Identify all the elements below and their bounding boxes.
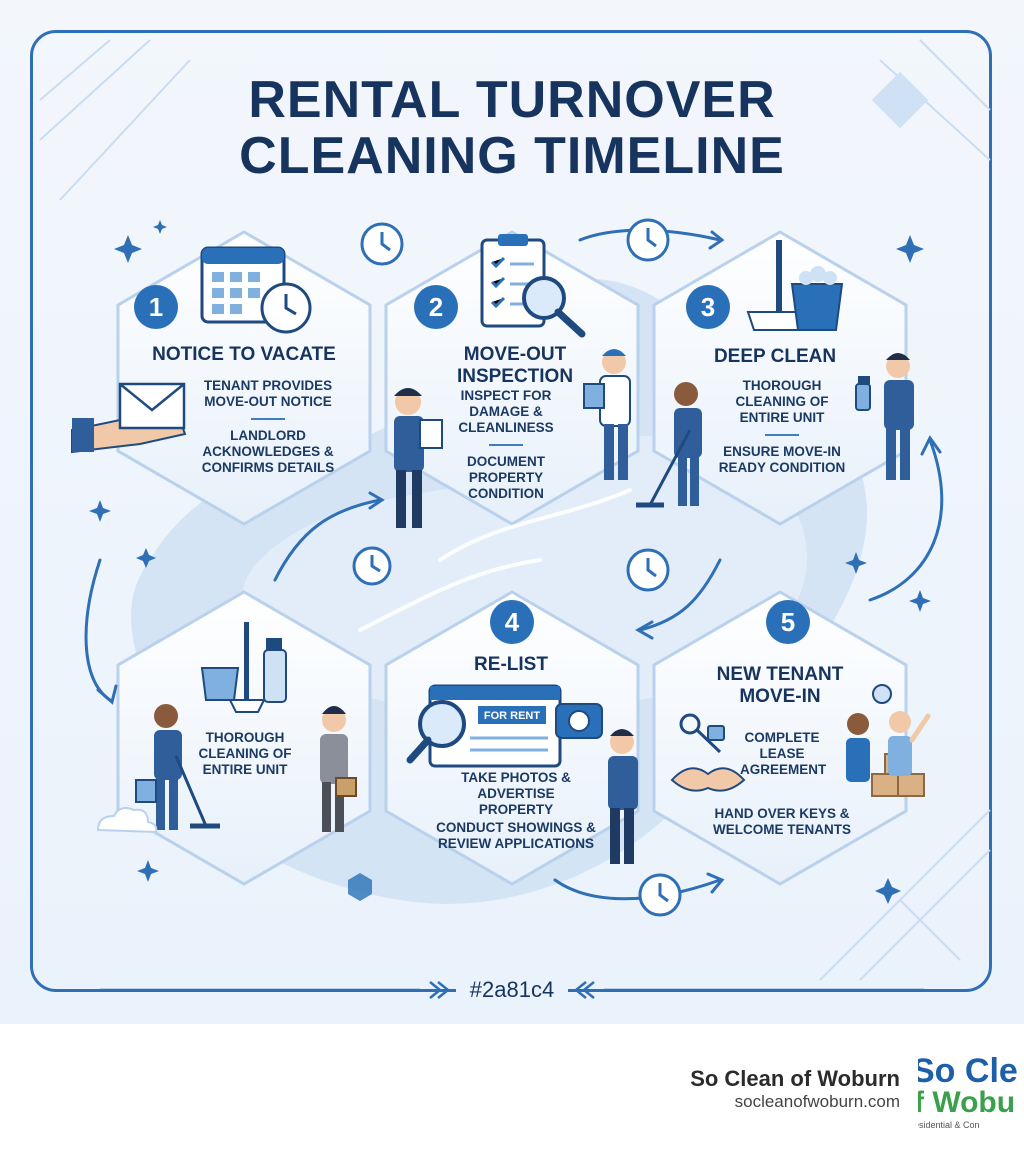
cleaner-person-with-spray — [884, 353, 914, 480]
step-5-title: NEW TENANT MOVE-IN — [716, 664, 844, 708]
hexagon-small-decoration — [348, 873, 372, 901]
hexagon-step-extra — [116, 590, 372, 886]
step-5-desc-1: COMPLETE LEASE AGREEMENT — [740, 730, 827, 777]
step-1-divider — [251, 417, 285, 420]
step-1-content: NOTICE TO VACATE — [124, 344, 364, 366]
corner-decoration — [39, 39, 991, 981]
tenant-leaving-person — [320, 706, 357, 832]
magnifier-icon-listing — [406, 700, 466, 764]
step-2-desc-2: DOCUMENT PROPERTY CONDITION — [467, 453, 545, 501]
spray-bottle-icon — [855, 376, 871, 411]
logo-tagline: esidential & Con — [918, 1120, 980, 1130]
step-3-desc-2: ENSURE MOVE-IN READY CONDITION — [718, 443, 846, 475]
step-number-5: 5 — [766, 600, 810, 644]
handshake-icon — [670, 767, 746, 792]
background-swoosh-inner — [243, 435, 807, 712]
camera-icon — [555, 703, 603, 739]
laptop-icon — [428, 684, 562, 768]
step-4-desc-2: CONDUCT SHOWINGS & REVIEW APPLICATIONS — [436, 819, 596, 851]
logo-line-1: So Cle — [918, 1052, 1018, 1090]
step-5-details-a: COMPLETE LEASE AGREEMENT — [740, 730, 827, 778]
step-4-title: RE-LIST — [474, 654, 548, 675]
cloud-decoration — [96, 807, 158, 834]
step-3-divider — [765, 433, 799, 436]
step-number-2: 2 — [414, 285, 458, 329]
envelope-icon — [71, 382, 187, 454]
flow-arrows-light — [358, 488, 632, 632]
cleaning-supplies-icon — [200, 622, 287, 713]
step-1-title: NOTICE TO VACATE — [152, 344, 336, 365]
step-3-title: DEEP CLEAN — [713, 346, 837, 367]
step-2-divider — [489, 443, 523, 446]
inspector-person — [394, 388, 443, 528]
new-tenants-couple — [846, 684, 931, 782]
company-logo: So Cle f Wobu esidential & Con — [918, 1048, 1024, 1134]
clock-icon — [352, 218, 682, 917]
step-1-desc-1: TENANT PROVIDES MOVE-OUT NOTICE — [203, 378, 333, 409]
hashtag-text: #2a81c4 — [455, 977, 569, 1002]
step-5-content: NEW TENANT MOVE-IN — [700, 664, 860, 709]
hexagon-step-5 — [652, 590, 908, 886]
step-4-content: RE-LIST — [436, 654, 586, 676]
extra-step-desc: THOROUGH CLEANING OF ENTIRE UNIT — [198, 730, 292, 777]
sparkle-icon — [89, 220, 931, 904]
key-icon — [679, 713, 725, 754]
cleaner-person-with-mop — [636, 382, 702, 508]
magnifier-icon — [522, 276, 586, 338]
page-title-line-2: CLEANING TIMELINE — [239, 127, 785, 185]
clock-icon-large — [260, 282, 312, 334]
step-2-title: MOVE-OUT INSPECTION — [456, 344, 574, 388]
step-number-1: 1 — [134, 285, 178, 329]
step-1-desc-2: LANDLORD ACKNOWLEDGES & CONFIRMS DETAILS — [201, 427, 335, 475]
step-2-content: MOVE-OUT INSPECTION — [430, 344, 600, 389]
step-3-details: THOROUGH CLEANING OF ENTIRE UNIT ENSURE … — [718, 378, 846, 476]
step-4-desc-1: TAKE PHOTOS & ADVERTISE PROPERTY — [461, 770, 571, 817]
footer-company-name: So Clean of Woburn — [690, 1066, 900, 1091]
cleaner-person — [135, 704, 220, 830]
step-4-details: TAKE PHOTOS & ADVERTISE PROPERTY CONDUCT… — [418, 770, 614, 852]
extra-step-details: THOROUGH CLEANING OF ENTIRE UNIT — [190, 730, 300, 778]
logo-line-2: f Wobu — [918, 1086, 1015, 1119]
step-number-4: 4 — [490, 600, 534, 644]
step-5-details-b: HAND OVER KEYS & WELCOME TENANTS — [712, 806, 852, 838]
page-title-line-1: RENTAL TURNOVER — [248, 71, 776, 129]
technician-person — [583, 349, 631, 480]
step-number-3: 3 — [686, 285, 730, 329]
agent-person — [608, 729, 638, 864]
step-2-desc-1: INSPECT FOR DAMAGE & CLEANLINESS — [458, 388, 554, 435]
step-3-desc-1: THOROUGH CLEANING OF ENTIRE UNIT — [735, 378, 829, 425]
for-rent-sign: FOR RENT — [483, 710, 541, 722]
footer-website-url[interactable]: socleanofwoburn.com — [734, 1092, 900, 1111]
step-2-details: INSPECT FOR DAMAGE & CLEANLINESS DOCUMEN… — [454, 388, 558, 502]
bucket-icon — [790, 266, 844, 331]
step-5-desc-2: HAND OVER KEYS & WELCOME TENANTS — [713, 806, 851, 837]
company-logo-graphic: So Cle f Wobu esidential & Con — [918, 1052, 1018, 1130]
step-3-content: DEEP CLEAN — [700, 346, 850, 368]
hashtag-rule — [100, 981, 924, 999]
step-1-details: TENANT PROVIDES MOVE-OUT NOTICE LANDLORD… — [188, 378, 348, 476]
hashtag-caption: #2a81c4 — [0, 977, 1024, 1003]
